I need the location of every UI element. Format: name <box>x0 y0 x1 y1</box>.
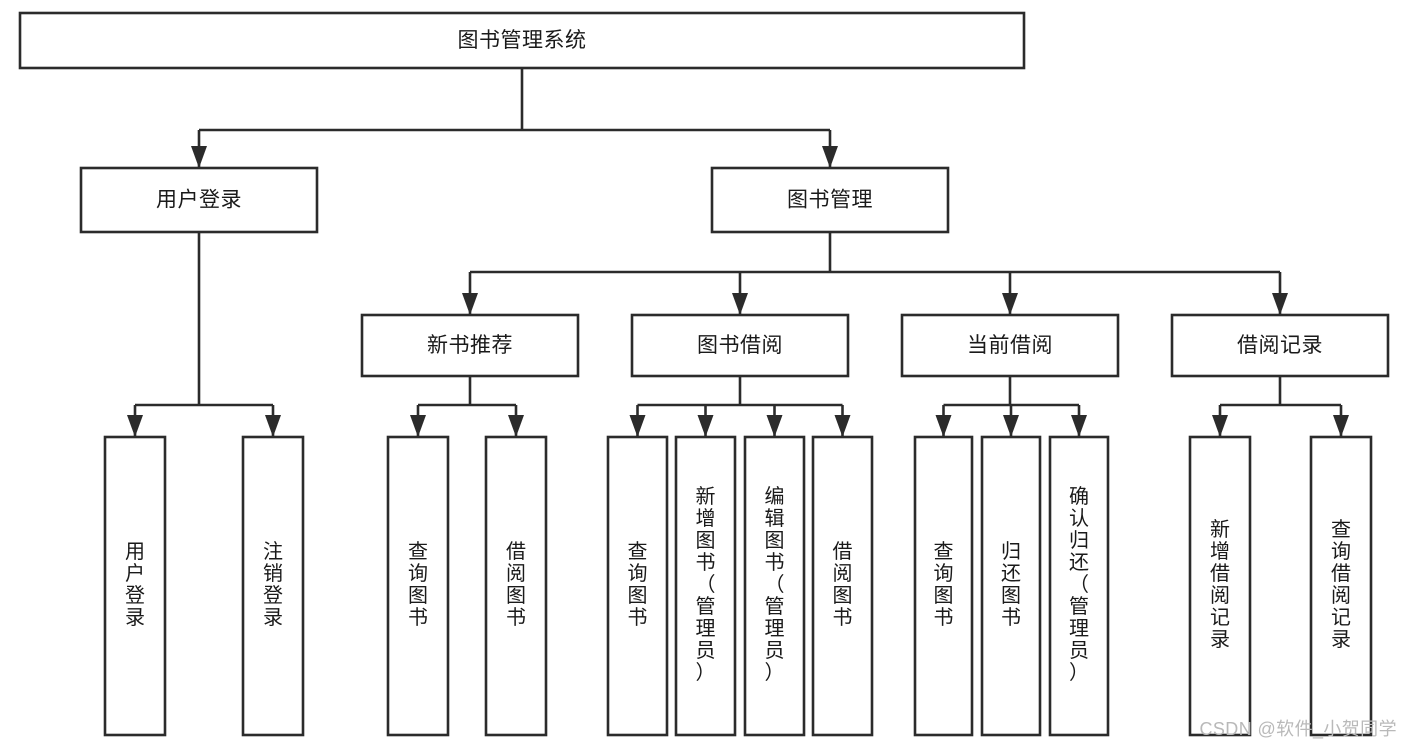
arrow-head-icon <box>1212 415 1228 437</box>
node-box <box>360 313 580 378</box>
node-box <box>811 435 874 737</box>
node-box <box>103 435 167 737</box>
arrow-head-icon <box>508 415 524 437</box>
arrow-head-icon <box>697 415 714 437</box>
node-leaf-注销登录[interactable]: 注销登录 <box>241 435 305 737</box>
node-label: 查询图书 <box>408 540 428 629</box>
node-box <box>980 435 1042 737</box>
node-label: 查询图书 <box>628 540 648 629</box>
node-box <box>606 435 669 737</box>
node-box <box>484 435 548 737</box>
node-box <box>18 11 1026 70</box>
node-level3-新书推荐[interactable]: 新书推荐 <box>360 313 580 378</box>
node-label: 编辑图书（管理员） <box>765 485 785 684</box>
arrow-head-icon <box>629 415 646 437</box>
node-leaf-查询图书[interactable]: 查询图书 <box>913 435 974 737</box>
node-root-图书管理系统[interactable]: 图书管理系统 <box>18 11 1026 70</box>
node-label: 注销登录 <box>263 540 283 629</box>
connector-layer <box>127 68 1349 437</box>
node-box <box>1309 435 1373 737</box>
node-box <box>710 166 950 234</box>
node-box <box>241 435 305 737</box>
node-leaf-借阅图书[interactable]: 借阅图书 <box>811 435 874 737</box>
node-box <box>900 313 1120 378</box>
arrow-head-icon <box>1333 415 1349 437</box>
node-box <box>1188 435 1252 737</box>
node-level2-用户登录[interactable]: 用户登录 <box>79 166 319 234</box>
node-level3-借阅记录[interactable]: 借阅记录 <box>1170 313 1390 378</box>
node-box <box>630 313 850 378</box>
node-leaf-借阅图书[interactable]: 借阅图书 <box>484 435 548 737</box>
arrow-head-icon <box>766 415 783 437</box>
node-leaf-归还图书[interactable]: 归还图书 <box>980 435 1042 737</box>
node-label: 查询借阅记录 <box>1331 518 1351 651</box>
node-box <box>743 435 806 737</box>
arrow-head-icon <box>1071 415 1087 437</box>
node-label: 新增图书（管理员） <box>696 485 716 684</box>
node-label: 用户登录 <box>125 541 145 629</box>
arrow-head-icon <box>732 293 748 315</box>
node-box <box>674 435 737 737</box>
node-level3-当前借阅[interactable]: 当前借阅 <box>900 313 1120 378</box>
arrow-head-icon <box>462 293 478 315</box>
node-label: 借阅记录 <box>1237 334 1323 357</box>
node-label: 新书推荐 <box>427 334 513 357</box>
node-leaf-新增图书管理员[interactable]: 新增图书（管理员） <box>674 435 737 737</box>
node-leaf-确认归还管理员[interactable]: 确认归还（管理员） <box>1048 435 1110 737</box>
node-leaf-查询图书[interactable]: 查询图书 <box>386 435 450 737</box>
node-box <box>386 435 450 737</box>
node-level2-图书管理[interactable]: 图书管理 <box>710 166 950 234</box>
node-box <box>1170 313 1390 378</box>
arrow-head-icon <box>410 415 426 437</box>
arrow-head-icon <box>822 146 838 168</box>
node-label: 借阅图书 <box>833 540 853 629</box>
node-box <box>913 435 974 737</box>
arrow-head-icon <box>1002 293 1018 315</box>
arrow-head-icon <box>834 415 851 437</box>
node-label: 确认归还（管理员） <box>1069 485 1089 684</box>
node-label: 查询图书 <box>934 540 954 629</box>
node-leaf-查询图书[interactable]: 查询图书 <box>606 435 669 737</box>
arrow-head-icon <box>265 415 281 437</box>
node-leaf-用户登录[interactable]: 用户登录 <box>103 435 167 737</box>
node-label: 图书管理 <box>787 189 873 212</box>
node-label: 当前借阅 <box>967 334 1053 357</box>
node-box <box>79 166 319 234</box>
node-label: 借阅图书 <box>506 540 526 629</box>
node-box <box>1048 435 1110 737</box>
node-leaf-新增借阅记录[interactable]: 新增借阅记录 <box>1188 435 1252 737</box>
node-leaf-编辑图书管理员[interactable]: 编辑图书（管理员） <box>743 435 806 737</box>
arrow-head-icon <box>191 146 207 168</box>
node-label: 归还图书 <box>1001 540 1021 629</box>
arrow-head-icon <box>935 415 952 437</box>
node-layer: 图书管理系统用户登录图书管理新书推荐图书借阅当前借阅借阅记录用户登录注销登录查询… <box>18 11 1390 737</box>
arrow-head-icon <box>1003 415 1019 437</box>
node-label: 图书管理系统 <box>458 29 587 52</box>
node-leaf-查询借阅记录[interactable]: 查询借阅记录 <box>1309 435 1373 737</box>
node-level3-图书借阅[interactable]: 图书借阅 <box>630 313 850 378</box>
node-label: 用户登录 <box>156 189 242 212</box>
node-label: 新增借阅记录 <box>1210 518 1230 651</box>
arrow-head-icon <box>127 415 143 437</box>
node-label: 图书借阅 <box>697 334 783 357</box>
arrow-head-icon <box>1272 293 1288 315</box>
